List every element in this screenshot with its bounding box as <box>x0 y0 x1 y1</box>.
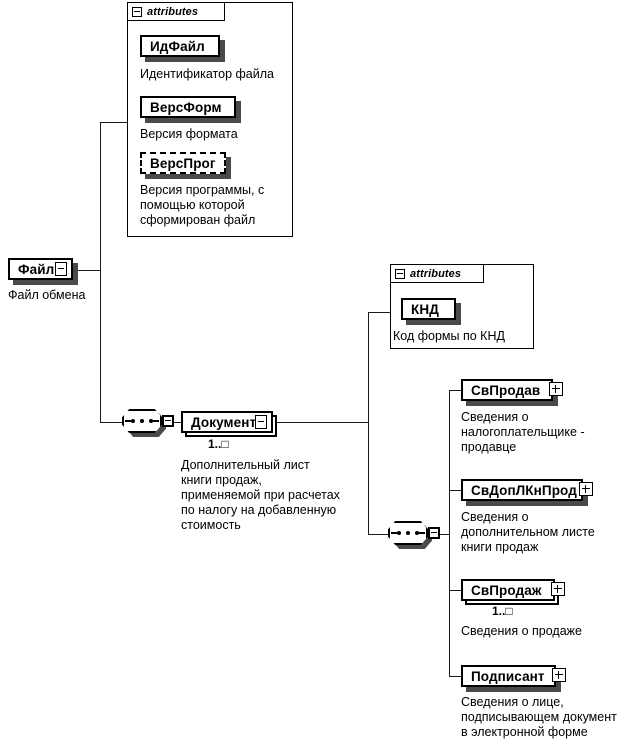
sequence-compositor-children[interactable] <box>388 521 440 549</box>
connector-fail-trunk <box>100 122 101 422</box>
element-node-svprodav[interactable]: СвПродав <box>461 379 563 406</box>
element-node-podpisant[interactable]: Подписант <box>461 665 566 692</box>
attribute-node-idfail[interactable]: ИдФайл <box>140 35 225 62</box>
element-node-dokument[interactable]: Документ <box>181 411 277 437</box>
connector-to-svdoplknprod <box>449 490 462 491</box>
connector-dokument-to-attributes <box>368 312 390 313</box>
connector-to-svprodazh <box>449 590 462 591</box>
connector-dokument-out <box>273 422 368 423</box>
sequence-bar-left <box>391 532 397 534</box>
sequence-bar-left <box>125 420 131 422</box>
sequence-dots-icon <box>397 531 419 535</box>
collapse-minus-icon[interactable] <box>55 262 67 276</box>
element-caption-dokument: Дополнительный лист книги продаж, примен… <box>181 458 340 532</box>
node-body[interactable]: ВерсПрог <box>140 152 226 174</box>
connector-children-seq-out <box>440 534 450 535</box>
node-body[interactable]: СвДопЛКнПрод <box>461 479 583 501</box>
expand-plus-icon[interactable] <box>552 668 566 682</box>
attribute-caption-versprog: Версия программы, с помощью которой сфор… <box>140 183 265 227</box>
node-label: ИдФайл <box>150 38 205 54</box>
collapse-minus-icon[interactable] <box>395 268 405 279</box>
node-label: ВерсПрог <box>150 155 216 171</box>
connector-seq-to-document <box>174 422 182 423</box>
sequence-compositor-document[interactable] <box>122 409 174 437</box>
element-caption-svprodav: Сведения о налогоплательщике - продавце <box>461 410 585 454</box>
element-caption-fail: Файл обмена <box>8 288 86 302</box>
collapse-minus-icon[interactable] <box>132 6 142 17</box>
attribute-caption-idfail: Идентификатор файла <box>140 67 274 81</box>
node-label: Подписант <box>471 668 545 684</box>
node-label: Файл <box>18 261 55 277</box>
node-label: СвДопЛКнПрод <box>471 482 577 498</box>
node-label: СвПродав <box>471 382 541 398</box>
node-body[interactable]: СвПродаж <box>461 579 555 601</box>
node-body[interactable]: КНД <box>401 298 456 320</box>
attribute-node-versprog[interactable]: ВерсПрог <box>140 152 231 179</box>
sequence-dots-icon <box>131 419 153 423</box>
node-body[interactable]: СвПродав <box>461 379 553 401</box>
collapse-minus-icon[interactable] <box>255 415 267 429</box>
connector-dokument-to-children-seq <box>368 534 388 535</box>
node-body[interactable]: ИдФайл <box>140 35 220 57</box>
element-multiplicity-dokument: 1..□ <box>208 437 229 451</box>
node-label: КНД <box>411 301 439 317</box>
attribute-caption-versform: Версия формата <box>140 127 238 141</box>
element-node-fail[interactable]: Файл <box>8 258 78 285</box>
connector-fail-out <box>73 270 100 271</box>
sequence-stub-icon[interactable] <box>428 527 440 539</box>
sequence-bar-right <box>153 420 159 422</box>
sequence-stub-icon[interactable] <box>162 415 174 427</box>
connector-dokument-trunk <box>368 312 369 534</box>
element-node-svdoplknprod[interactable]: СвДопЛКнПрод <box>461 479 593 506</box>
file-attributes-tab[interactable]: attributes <box>127 2 225 21</box>
element-caption-podpisant: Сведения о лице, подписывающем документ … <box>461 695 617 739</box>
attribute-caption-knd: Код формы по КНД <box>393 329 505 343</box>
node-body[interactable]: Подписант <box>461 665 556 687</box>
expand-plus-icon[interactable] <box>551 582 565 596</box>
connector-fail-to-attributes <box>100 122 127 123</box>
node-label: ВерсФорм <box>150 99 222 115</box>
connector-to-podpisant <box>449 676 462 677</box>
expand-plus-icon[interactable] <box>549 382 563 396</box>
connector-to-svprodav <box>449 390 462 391</box>
attribute-node-knd[interactable]: КНД <box>401 298 461 325</box>
attribute-node-versform[interactable]: ВерсФорм <box>140 96 241 123</box>
element-caption-svprodazh: Сведения о продаже <box>461 624 582 638</box>
element-multiplicity-svprodazh: 1..□ <box>492 604 513 618</box>
element-caption-svdoplknprod: Сведения о дополнительном листе книги пр… <box>461 510 595 554</box>
node-label: СвПродаж <box>471 582 542 598</box>
element-node-svprodazh[interactable]: СвПродаж <box>461 579 565 605</box>
document-attributes-tab[interactable]: attributes <box>390 264 484 283</box>
document-attributes-tab-label: attributes <box>410 267 462 280</box>
node-label: Документ <box>191 414 257 430</box>
connector-children-trunk <box>449 390 450 676</box>
node-body[interactable]: ВерсФорм <box>140 96 236 118</box>
node-body[interactable]: Документ <box>181 411 273 433</box>
expand-plus-icon[interactable] <box>579 482 593 496</box>
connector-fail-to-document-seq <box>100 422 122 423</box>
sequence-bar-right <box>419 532 425 534</box>
file-attributes-tab-label: attributes <box>147 5 199 18</box>
node-body[interactable]: Файл <box>8 258 73 280</box>
